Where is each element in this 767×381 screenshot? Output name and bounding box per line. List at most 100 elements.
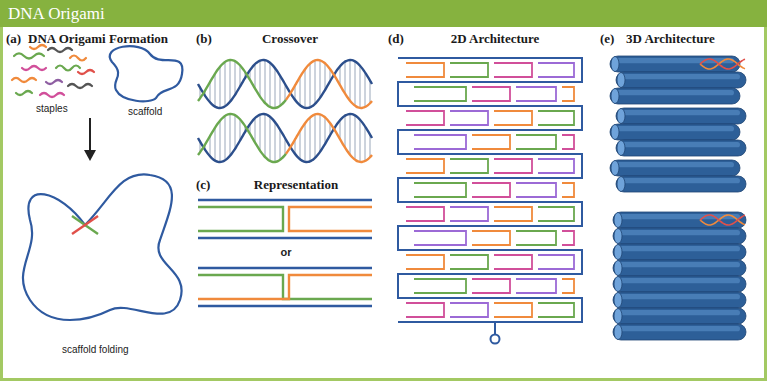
helix-cylinder [616, 72, 746, 88]
cylinder-shine [619, 246, 740, 251]
cylinder-end [614, 277, 622, 292]
staple-strand [286, 60, 372, 108]
scaffold-strand [198, 60, 372, 108]
staple-strand [472, 183, 510, 197]
staple-strand [406, 159, 444, 173]
helix-detail [700, 215, 745, 225]
staple-strand [516, 87, 556, 101]
base-pair [275, 122, 276, 162]
crossover-helices [198, 60, 372, 162]
cylinder-end [614, 213, 622, 228]
arrow-head [84, 150, 96, 161]
folded-scaffold [23, 174, 182, 320]
staple-strand [494, 159, 532, 173]
base-pair [210, 82, 211, 102]
scaffold-raster [398, 58, 582, 322]
cylinder-end [614, 293, 622, 308]
base-pair [315, 114, 316, 157]
cylinder-shine [619, 326, 740, 331]
helix-cylinder [613, 212, 746, 228]
staple-strand [406, 111, 444, 125]
panel-letter: (a) [6, 32, 21, 47]
staple-strands [12, 45, 94, 97]
cylinder-shine [619, 262, 740, 267]
base-pair [265, 60, 266, 103]
cylinder-end [614, 245, 622, 260]
cylinder-shine [616, 126, 734, 131]
helix-detail [700, 59, 745, 69]
base-pair [230, 60, 231, 102]
staple-strand [494, 63, 532, 77]
base-pair [350, 114, 351, 155]
helix-cylinder [610, 124, 740, 140]
part-label: scaffold [128, 106, 162, 118]
cylinder-end [617, 73, 625, 88]
staple-strand [472, 135, 510, 149]
scaffold-loop [110, 46, 183, 101]
scaffold-end [494, 322, 496, 334]
helix-cylinder [613, 228, 746, 244]
staple-strand [414, 231, 466, 245]
cylinder-end [611, 125, 619, 140]
staple-strand [406, 207, 444, 221]
part-label: scaffold folding [62, 344, 129, 356]
staple-strand [538, 255, 574, 269]
staple-strand [472, 87, 510, 101]
base-pair [345, 116, 346, 148]
cylinder-end [614, 229, 622, 244]
staple-strand [198, 60, 286, 108]
staple-strand [516, 231, 556, 245]
base-pair [215, 74, 216, 107]
staple-strand [494, 111, 532, 125]
base-pair [325, 63, 326, 90]
panel-letter: (d) [388, 32, 404, 47]
staple-strand [538, 207, 574, 221]
cylinder-shine [622, 142, 740, 147]
cylinder-shine [616, 90, 734, 95]
cylinder-end [611, 89, 619, 104]
base-pair [265, 114, 266, 157]
base-pair [280, 130, 281, 160]
base-pair [215, 128, 216, 161]
cylinder-end [614, 261, 622, 276]
staple-strand [516, 279, 556, 293]
helix-detail [700, 59, 745, 69]
cylinder-shine [622, 74, 740, 79]
cylinder-end [611, 57, 619, 72]
base-pair [300, 131, 301, 159]
base-pair [240, 119, 241, 140]
helix-cylinder [613, 308, 746, 324]
staple-strand [450, 303, 488, 317]
base-pair [360, 120, 361, 162]
staple-strand [494, 303, 532, 317]
panel-letter: (e) [600, 32, 614, 47]
panel-heading: Representation [254, 178, 338, 193]
cylinder-shine [619, 230, 740, 235]
staple-strand [472, 231, 510, 245]
representation-schematic [198, 200, 372, 306]
base-pair [305, 123, 306, 162]
staple-strand [516, 183, 556, 197]
cylinder-shine [622, 178, 740, 183]
scaffold-loop [491, 335, 500, 344]
base-pair [355, 115, 356, 159]
cylinder-end [614, 325, 622, 340]
staple-strand [414, 183, 466, 197]
helix-cylinder [610, 160, 740, 176]
staple-strand [414, 135, 466, 149]
staple-strand [538, 303, 574, 317]
base-pair [310, 64, 311, 108]
base-pair [255, 64, 256, 88]
base-pair [220, 67, 221, 108]
helix-cylinder [616, 140, 746, 156]
or-label: or [281, 246, 292, 259]
cylinder-shine [616, 162, 734, 167]
base-pair [280, 76, 281, 106]
base-pair [365, 72, 366, 107]
cylinder-shine [622, 110, 740, 115]
base-pair [240, 65, 241, 86]
helix-detail [700, 215, 745, 225]
